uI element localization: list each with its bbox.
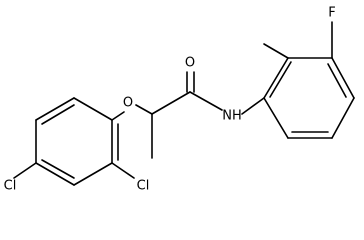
bond (327, 63, 347, 98)
bond-c-o-ether (111, 111, 125, 121)
amide-nh-label: NH (222, 109, 242, 124)
fluorine-label: F (328, 6, 335, 21)
bond (263, 97, 289, 139)
bond-carbonyl-n (189, 91, 223, 111)
bond (331, 97, 355, 139)
structure-diagram: O O NH F Cl Cl (3, 5, 355, 194)
bond-c-cl-ortho (111, 162, 135, 179)
fluoromethylphenyl-ring (263, 57, 355, 139)
molecule-structure: O O NH F Cl Cl (4, 6, 355, 194)
bond-c-cl-para (13, 162, 37, 179)
para-chlorine-label: Cl (4, 179, 17, 194)
bond-n-aryl (241, 97, 265, 115)
bond (331, 57, 355, 99)
dichlorophenyl-ring (35, 97, 119, 186)
bond (35, 97, 75, 121)
bond (263, 57, 289, 99)
ether-oxygen-label: O (123, 96, 133, 111)
ortho-chlorine-label: Cl (137, 179, 150, 194)
bond (73, 162, 113, 186)
bond (35, 162, 75, 186)
bond-c-methyl (263, 43, 289, 59)
bond (41, 104, 75, 125)
bond-o-ch (135, 104, 153, 115)
carbonyl-oxygen-label: O (185, 56, 195, 71)
bond (41, 159, 75, 179)
bond-ch-carbonyl (151, 91, 191, 115)
bond (269, 61, 292, 98)
bond (73, 97, 113, 121)
